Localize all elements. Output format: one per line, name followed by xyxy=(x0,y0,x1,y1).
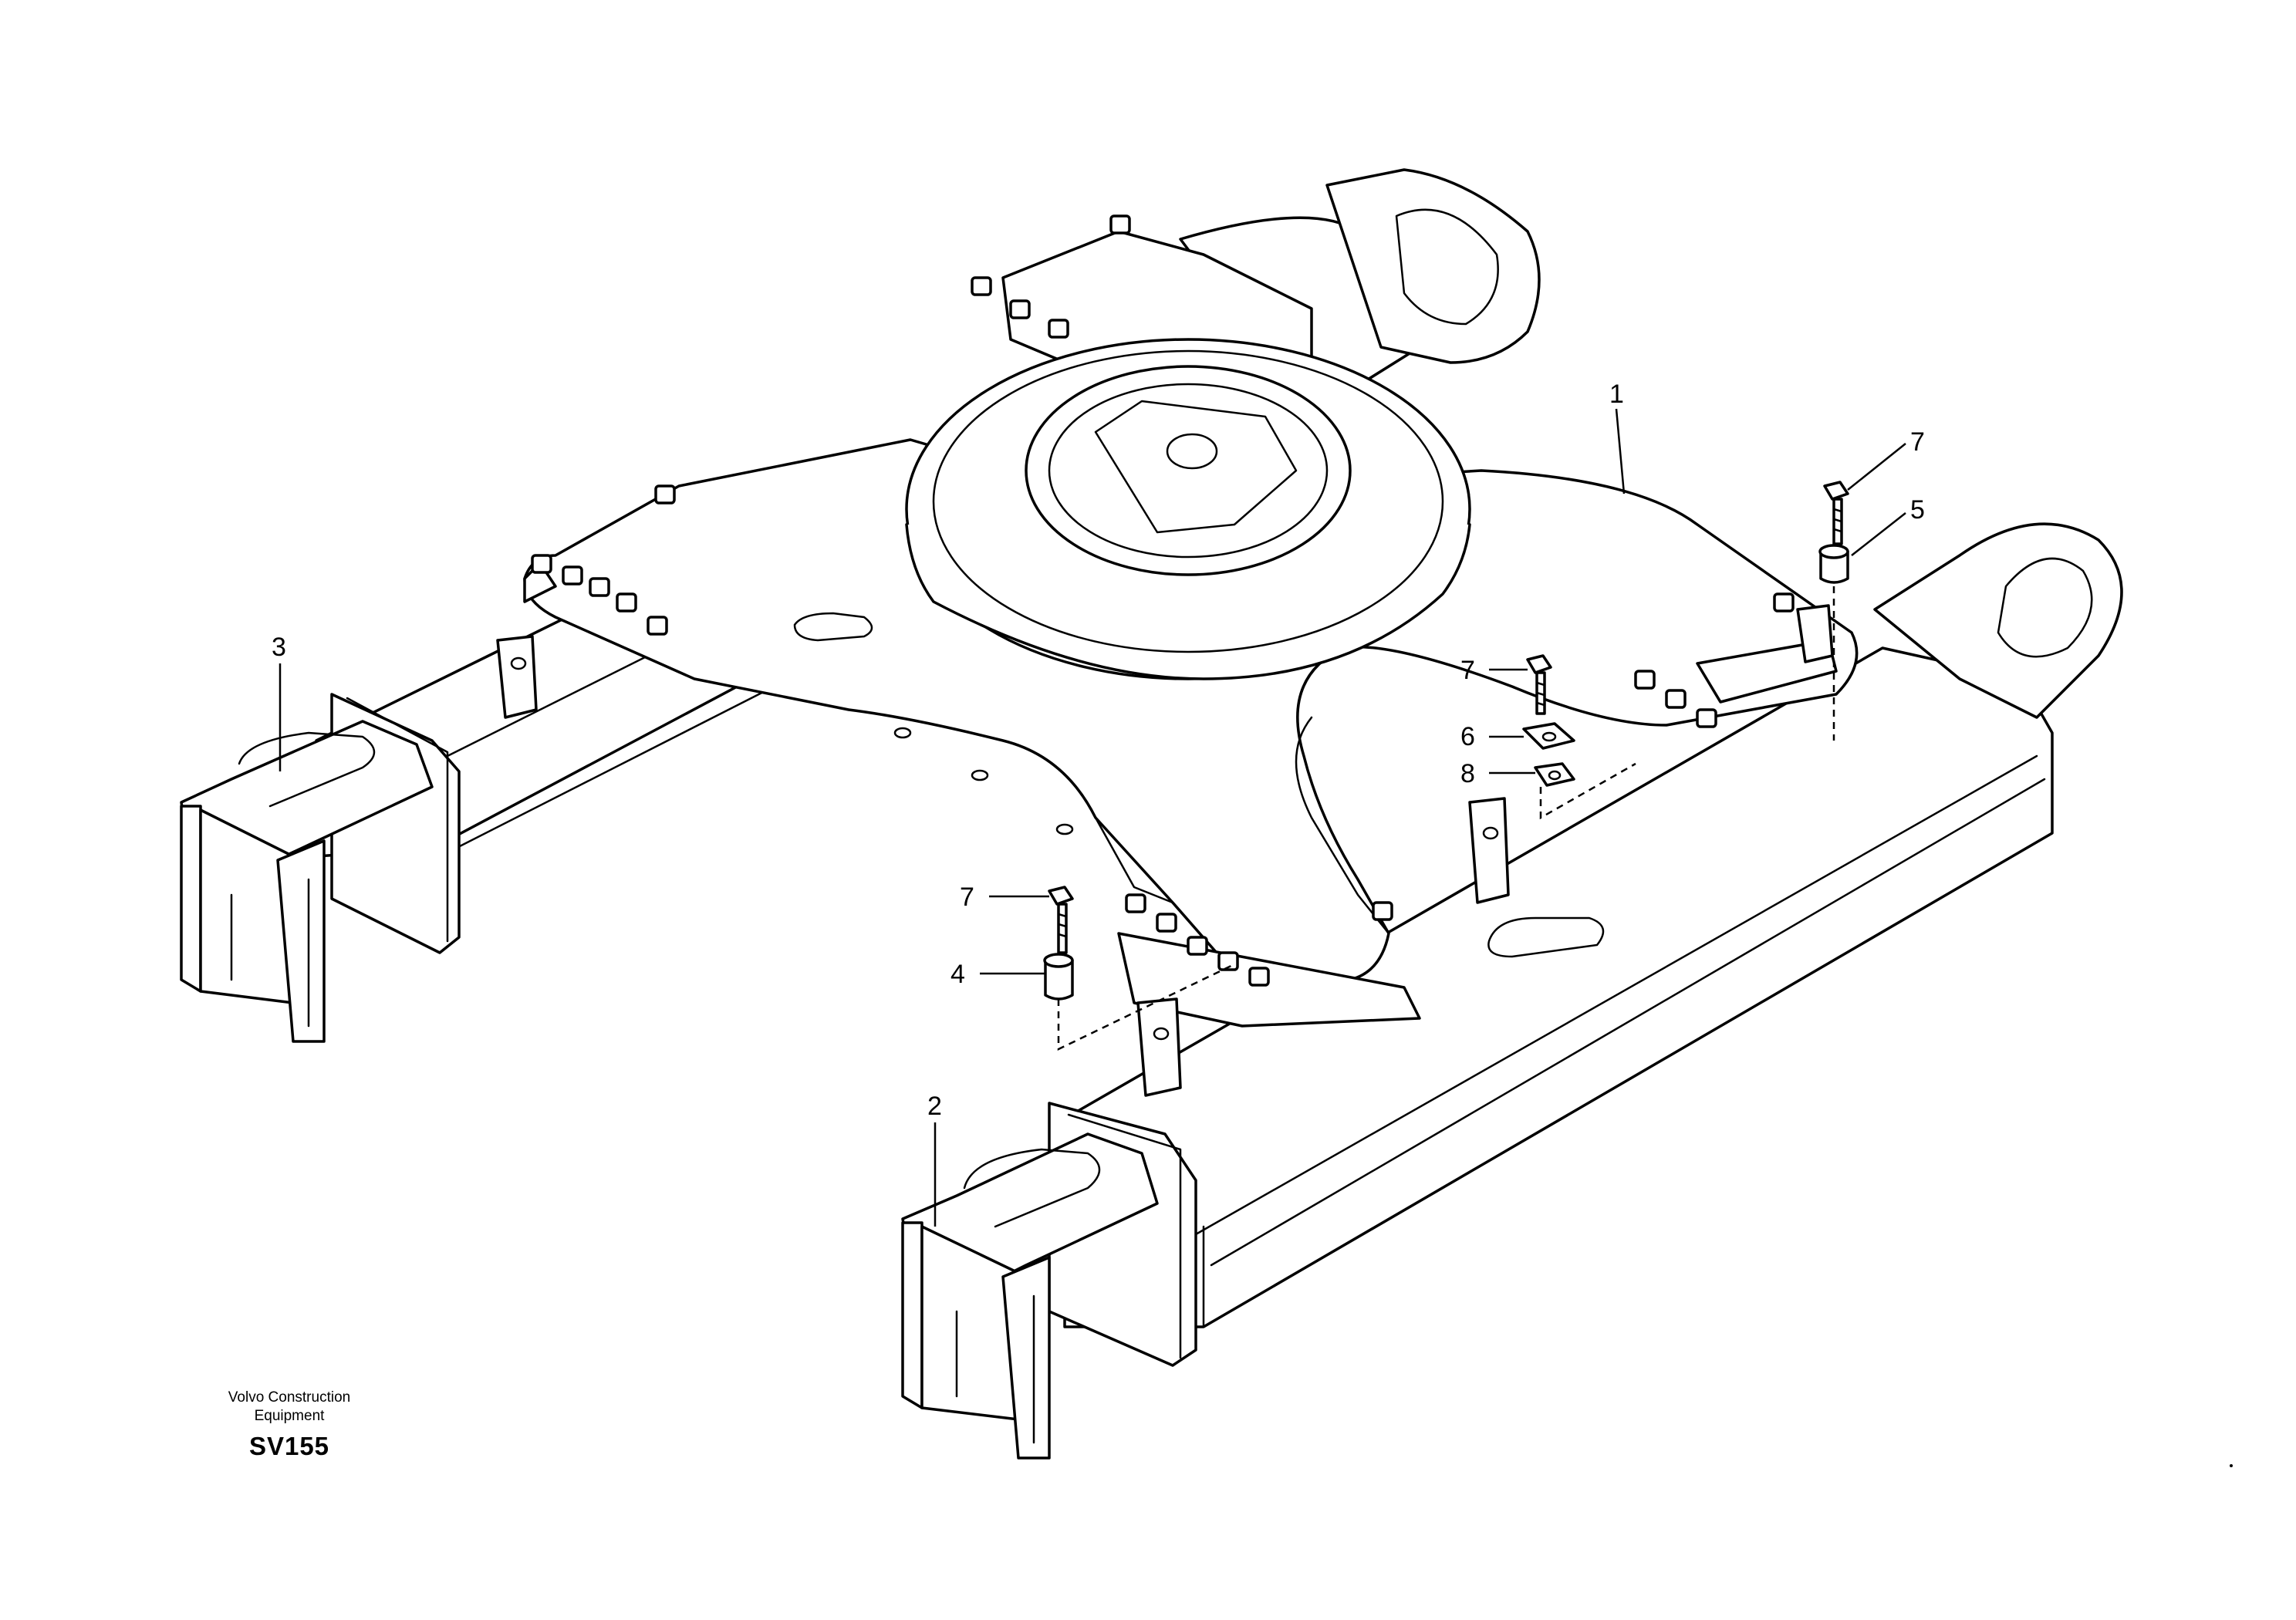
stray-dot xyxy=(2230,1464,2233,1467)
callout-7b: 7 xyxy=(1910,427,1925,457)
center-swing-frame xyxy=(523,168,1859,1028)
frame-bolts xyxy=(531,214,1795,987)
spacer-item-4 xyxy=(1043,953,1074,1001)
callout-2: 2 xyxy=(927,1092,942,1121)
callout-1: 1 xyxy=(1609,380,1624,409)
callout-7a: 7 xyxy=(960,883,974,912)
plate-item-6 xyxy=(1522,722,1575,750)
credit-line-2: Equipment xyxy=(254,1408,325,1424)
hardware-item-7-right-upper xyxy=(1823,481,1849,545)
callout-4: 4 xyxy=(950,960,965,989)
assembly-lines xyxy=(1057,586,1835,1051)
plate-item-8 xyxy=(1534,762,1575,787)
callout-3: 3 xyxy=(272,633,286,662)
callout-5: 5 xyxy=(1910,495,1925,525)
callout-8: 8 xyxy=(1460,759,1475,788)
callout-leaders xyxy=(279,408,1906,1227)
credit-line-1: Volvo Construction xyxy=(228,1389,351,1406)
publisher-credit: Volvo Construction Equipment SV155 xyxy=(162,1389,417,1461)
diagram-code: SV155 xyxy=(248,1432,330,1460)
mounting-lugs xyxy=(496,604,1834,1097)
hardware-item-7-right-middle xyxy=(1526,654,1552,715)
callout-6: 6 xyxy=(1460,722,1475,751)
callout-7c: 7 xyxy=(1460,656,1475,685)
spacer-item-5 xyxy=(1818,544,1849,584)
callout-labels: 1 2 3 4 5 6 7 7 7 8 xyxy=(272,380,1925,1121)
right-track-frame xyxy=(901,522,2123,1460)
hardware-item-7-left xyxy=(1048,886,1074,954)
